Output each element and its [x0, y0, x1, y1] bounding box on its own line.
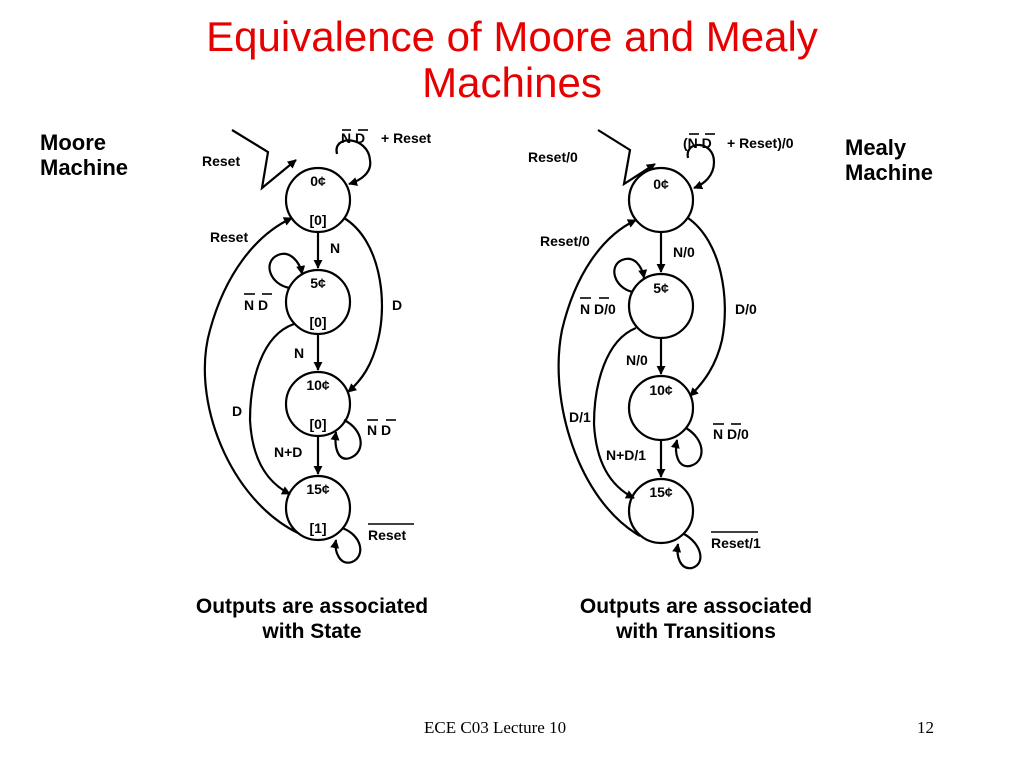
mealy-reset-return-label: Reset/0 — [540, 233, 590, 249]
moore-self-loop-5 — [268, 252, 306, 290]
moore-machine-label: Moore Machine — [40, 130, 128, 180]
moore-label-line1: Moore — [40, 130, 106, 155]
moore-label-0-5: N — [330, 240, 340, 256]
mealy-caption-line1: Outputs are associated — [579, 595, 813, 618]
mealy-self-loop-0-label-b: + Reset)/0 — [727, 135, 794, 151]
moore-reset-return-arrow — [203, 217, 299, 534]
moore-self-loop-10 — [330, 419, 362, 460]
moore-label-5-10: N — [294, 345, 304, 361]
mealy-state-10-name: 10¢ — [649, 382, 673, 398]
moore-diagram: Reset N D + Reset 0¢ [0] 5¢ [0] 10¢ [0] … — [202, 129, 432, 564]
mealy-label-5-10: N/0 — [626, 352, 648, 368]
mealy-label-10-15: N+D/1 — [606, 447, 646, 463]
moore-label-line2: Machine — [40, 155, 129, 180]
mealy-arrow-d-5-15 — [592, 326, 637, 499]
moore-self-loop-0 — [335, 139, 372, 186]
slide-title: Equivalence of Moore and Mealy Machines — [0, 14, 1024, 106]
mealy-state-5-name: 5¢ — [653, 280, 669, 296]
moore-state-15 — [284, 474, 352, 542]
mealy-self-loop-10 — [670, 427, 703, 468]
moore-self-loop-15 — [330, 526, 362, 564]
moore-arrow-d-0-10 — [343, 217, 384, 393]
mealy-reset-return-arrow — [557, 219, 641, 537]
slide-title-line1: Equivalence of Moore and Mealy — [206, 13, 818, 60]
moore-state-15-name: 15¢ — [306, 481, 330, 497]
moore-self-loop-15-label: Reset — [368, 527, 406, 543]
moore-self-loop-10-label: N D — [367, 422, 391, 438]
moore-state-5-output: [0] — [309, 314, 326, 330]
mealy-diagram: Reset/0 (N D + Reset)/0 0¢ 5¢ 10¢ 15¢ N/… — [528, 129, 794, 570]
footer-page-number: 12 — [917, 718, 934, 737]
moore-arrow-d-5-15 — [248, 322, 295, 495]
moore-self-loop-0-label-a: N D — [341, 130, 365, 146]
mealy-self-loop-0 — [686, 143, 716, 190]
mealy-self-loop-5 — [613, 257, 648, 294]
moore-state-10-name: 10¢ — [306, 377, 330, 393]
footer-course: ECE C03 Lecture 10 — [424, 718, 567, 737]
mealy-caption: Outputs are associated with Transitions — [536, 594, 856, 644]
mealy-self-loop-15 — [672, 533, 702, 570]
mealy-state-15-name: 15¢ — [649, 484, 673, 500]
mealy-self-loop-5-label: N D/0 — [580, 301, 616, 317]
mealy-caption-line2: with Transitions — [616, 620, 776, 643]
moore-state-0-name: 0¢ — [310, 173, 326, 189]
mealy-label-0-5: N/0 — [673, 244, 695, 260]
mealy-reset-entry-label: Reset/0 — [528, 149, 578, 165]
moore-state-10-output: [0] — [309, 416, 326, 432]
moore-reset-entry-label: Reset — [202, 153, 240, 169]
mealy-reset-entry-arrow — [597, 129, 656, 187]
mealy-label-line1: Mealy — [845, 135, 907, 160]
moore-self-loop-5-label: N D — [244, 297, 268, 313]
mealy-self-loop-0-label-a: (N D — [683, 135, 712, 151]
moore-caption: Outputs are associated with State — [152, 594, 472, 644]
mealy-state-0-name: 0¢ — [653, 176, 669, 192]
moore-state-0-output: [0] — [309, 212, 326, 228]
mealy-self-loop-15-label: Reset/1 — [711, 535, 761, 551]
mealy-label-line2: Machine — [845, 160, 934, 185]
moore-self-loop-0-label-b: + Reset — [381, 130, 432, 146]
moore-reset-entry-arrow — [231, 129, 297, 191]
moore-state-5-name: 5¢ — [310, 275, 326, 291]
moore-caption-line2: with State — [262, 620, 362, 643]
mealy-self-loop-10-label: N D/0 — [713, 426, 749, 442]
mealy-arrow-d-0-10 — [687, 217, 726, 397]
moore-state-15-output: [1] — [309, 520, 326, 536]
mealy-machine-label: Mealy Machine — [845, 135, 933, 185]
mealy-label-d-0-10: D/0 — [735, 301, 757, 317]
moore-reset-return-label: Reset — [210, 229, 248, 245]
mealy-state-15 — [627, 477, 695, 545]
moore-label-10-15: N+D — [274, 444, 302, 460]
moore-label-d-5-15: D — [232, 403, 242, 419]
mealy-label-d-5-15: D/1 — [569, 409, 591, 425]
slide-title-line2: Machines — [422, 59, 602, 106]
moore-label-d-0-10: D — [392, 297, 402, 313]
moore-caption-line1: Outputs are associated — [195, 595, 429, 618]
